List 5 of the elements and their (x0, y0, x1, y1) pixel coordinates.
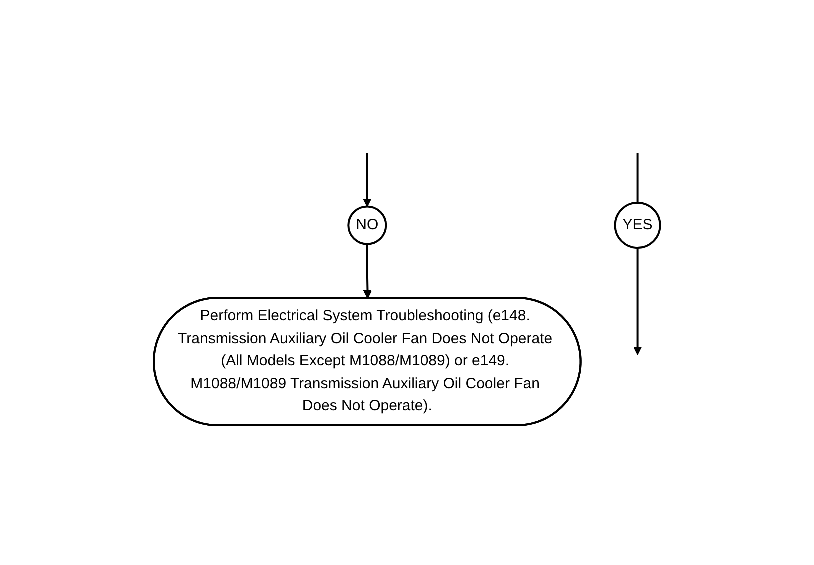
arrow (633, 248, 642, 356)
node-circle (348, 206, 387, 246)
arrow (363, 244, 372, 300)
node-circle (614, 202, 662, 250)
arrow (362, 153, 372, 208)
